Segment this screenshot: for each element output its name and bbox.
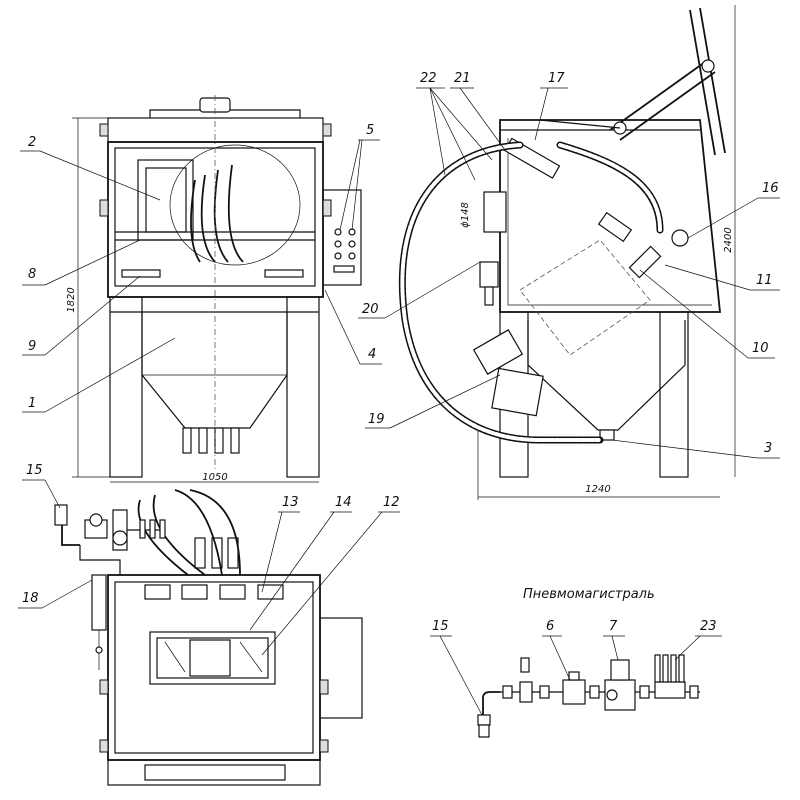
callout-16: 16: [762, 181, 779, 196]
callout-20: 20: [362, 302, 379, 317]
dim-front-width: 1050: [202, 472, 227, 483]
callout-10: 10: [752, 341, 769, 356]
callout-11: 11: [756, 273, 773, 288]
callout-15-plan: 15: [26, 463, 43, 478]
dim-side-width: 1240: [585, 484, 610, 495]
callout-21: 21: [454, 71, 471, 86]
pneumatic-callouts: 15 6 7 23: [430, 619, 722, 716]
plan-callouts: 15 18 13 14 12: [18, 463, 400, 656]
pneumatic-title: Пневмомагистраль: [523, 587, 655, 602]
callout-4: 4: [368, 347, 376, 362]
callout-22: 22: [420, 71, 437, 86]
plan-view: [54, 489, 363, 786]
callout-8: 8: [28, 267, 36, 282]
front-view: 1820 1050: [66, 95, 362, 483]
side-view: 2400 1240 ϕ148: [398, 5, 736, 500]
dim-side-height: 2400: [723, 227, 734, 252]
callout-19: 19: [368, 412, 385, 427]
callout-17: 17: [548, 71, 565, 86]
callout-7: 7: [609, 619, 618, 634]
callout-1: 1: [28, 396, 36, 411]
front-callouts: 2 8 9 1 5 4: [20, 123, 382, 413]
callout-13: 13: [282, 495, 299, 510]
callout-9: 9: [28, 339, 36, 354]
callout-23: 23: [700, 619, 717, 634]
callout-2: 2: [28, 135, 36, 150]
side-callouts: 22 21 17 16 11 10 20 19 3: [358, 71, 780, 459]
dim-diameter: ϕ148: [460, 202, 471, 228]
callout-15-pneumatic: 15: [432, 619, 449, 634]
callout-6: 6: [546, 619, 554, 634]
callout-5: 5: [366, 123, 374, 138]
dim-front-height: 1820: [66, 287, 77, 312]
callout-12: 12: [383, 495, 400, 510]
pneumatic-line: Пневмомагистраль: [477, 587, 700, 738]
callout-18: 18: [22, 591, 39, 606]
callout-14: 14: [335, 495, 352, 510]
callout-3: 3: [764, 441, 772, 456]
